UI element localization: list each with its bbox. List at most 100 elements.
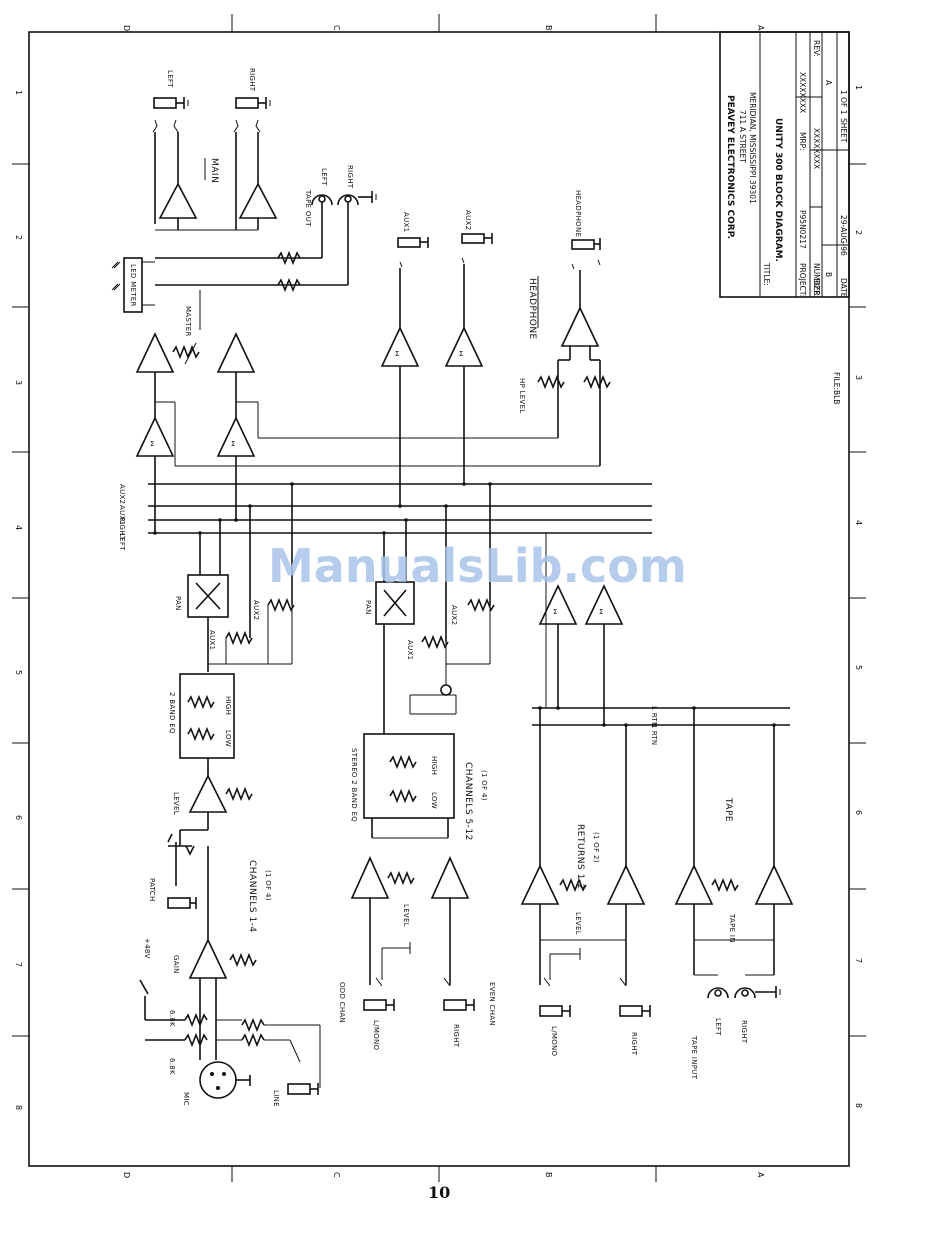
ch5-right-input-jack (443, 999, 475, 1011)
main-output-section: LEFT RIGHT MAIN TAPE OUT LEFT RIGHT (111, 68, 600, 535)
grid-bottom-a: A (756, 1172, 765, 1178)
ch1-name: CHANNELS 1-4 (247, 860, 257, 933)
ch1-count: (1 OF 4) (264, 870, 272, 901)
ch5-left-input-jack (363, 999, 395, 1011)
aux2-output-jack (461, 233, 493, 244)
bus-aux1-label: AUX1 (118, 505, 126, 525)
ch5-name: CHANNELS 5-12 (463, 762, 473, 841)
line-input-jack (287, 1083, 319, 1095)
return-left-amp (520, 864, 560, 905)
sigma-rtn-left: Σ (553, 608, 558, 616)
ch5-aux1-pot (421, 634, 449, 650)
ch1-patch-label: PATCH (148, 878, 156, 902)
phantom-resistor-1 (184, 1012, 208, 1028)
project-label: PROJECT: (798, 263, 807, 297)
bus-aux2-label: AUX2 (118, 484, 126, 504)
main-right-output-amp (238, 182, 278, 219)
rev-label: REV: (812, 40, 821, 57)
line-label: LINE (272, 1090, 280, 1107)
main-left-jack (153, 97, 189, 109)
tape-out-label: TAPE OUT (304, 189, 312, 227)
headphone-section: HEADPHONE HEADPHONE HP LEVEL (518, 190, 611, 466)
tape-out-left-label: LEFT (320, 168, 328, 186)
grid-bottom-b: B (544, 1172, 553, 1178)
ch1-aux1-label: AUX1 (208, 630, 216, 650)
number-value: XXXXXXXX (812, 128, 821, 169)
title-label: TITLE: (762, 262, 771, 286)
ch1-phantom-label: +48V (143, 938, 151, 959)
right-summing-amp (216, 416, 256, 457)
main-left-label: LEFT (166, 70, 174, 88)
led-meter (123, 257, 143, 313)
sigma-rtn-right: Σ (599, 608, 604, 616)
mic-xlr-jack (199, 1061, 251, 1099)
bus-right-label: RIGHT (118, 517, 126, 541)
headphone-amp (560, 306, 600, 347)
hp-level-right-pot (583, 374, 611, 390)
return-level-pot (559, 877, 587, 893)
returns-section: Σ Σ RETURNS 1-2 (1 OF 2) LEVEL (520, 533, 651, 1057)
ch1-eq-high-label: HIGH (224, 696, 232, 715)
mrp-value: XXXXXXXX (798, 72, 807, 113)
sheet-value: 1 OF 1 (839, 90, 848, 115)
aux2-output-label: AUX2 (464, 210, 472, 230)
main-left-output-amp (158, 182, 198, 219)
sigma-aux2: Σ (459, 350, 464, 358)
ch5-eq-high-pot (389, 754, 417, 770)
aux-output-section: AUX1 AUX2 Σ Σ (380, 210, 493, 508)
company-street: 711 A STREET (738, 110, 747, 163)
sigma-left: Σ (150, 440, 155, 448)
ch1-gain-amp (188, 938, 228, 979)
ch1-patch-jack (167, 830, 197, 909)
bus-l-rtn-label: L RTN (650, 706, 658, 728)
tape-out-right-resistor (277, 277, 301, 293)
bus-r-rtn-label: R RTN (650, 723, 658, 745)
ch1-r1-label: 6.8K (168, 1010, 176, 1027)
grid-right-2: 2 (854, 230, 863, 235)
ch5-pan-label: PAN (364, 600, 372, 615)
project-value: P95N0217 (798, 210, 807, 249)
led-arrows-icon (111, 261, 121, 291)
tape-out-left-resistor (277, 250, 301, 266)
size-label: SIZE: (812, 278, 821, 297)
led-meter-label: LED METER (129, 264, 137, 307)
ch5-level-pot (387, 870, 415, 886)
tape-left-amp (674, 864, 714, 905)
ch5-in-right-label: RIGHT (452, 1024, 460, 1048)
aux1-output-jack (397, 237, 429, 248)
tape-name: TAPE (723, 797, 733, 822)
drawing-border (12, 14, 866, 1182)
phantom-switch (139, 979, 149, 995)
grid-top-c: C (332, 25, 341, 31)
file-name: FILE:BLB (832, 372, 841, 404)
grid-right-4: 4 (854, 520, 863, 525)
rev-value: A (824, 80, 833, 86)
grid-bottom-d: D (122, 1172, 131, 1178)
ch5-aux1-label: AUX1 (406, 640, 414, 660)
ch1-level-label: LEVEL (172, 792, 180, 815)
grid-left-8: 8 (14, 1105, 23, 1110)
aux1-output-amp (380, 326, 420, 367)
grid-right-5: 5 (854, 665, 863, 670)
channels-5-12-section: PAN AUX1 AUX2 STEREO 2 BAND EQ HIGH LOW … (338, 482, 496, 1051)
aux2-output-amp (444, 326, 484, 367)
ch1-gain-pot (229, 952, 257, 968)
headphone-jack-label: HEADPHONE (574, 190, 582, 237)
company-city: MERIDIAN, MISSISSIPPI 39301 (748, 92, 757, 204)
grid-bottom-c: C (332, 1172, 341, 1178)
hp-level-left-pot (537, 374, 565, 390)
mic-label: MIC (182, 1092, 190, 1106)
ch1-gain-label: GAIN (172, 955, 180, 974)
ch1-eq-low-pot (187, 726, 215, 742)
returns-count: (1 OF 2) (592, 832, 600, 863)
grid-right-3: 3 (854, 375, 863, 380)
tape-right-amp (754, 864, 794, 905)
page-number: 10 (428, 1183, 450, 1202)
grid-right-8: 8 (854, 1103, 863, 1108)
grid-left-7: 7 (14, 962, 23, 967)
return-in-right-label: RIGHT (630, 1032, 638, 1056)
grid-left-1: 1 (14, 90, 23, 95)
ch5-eq-low-pot (389, 788, 417, 804)
ch1-eq-low-label: LOW (224, 730, 232, 747)
